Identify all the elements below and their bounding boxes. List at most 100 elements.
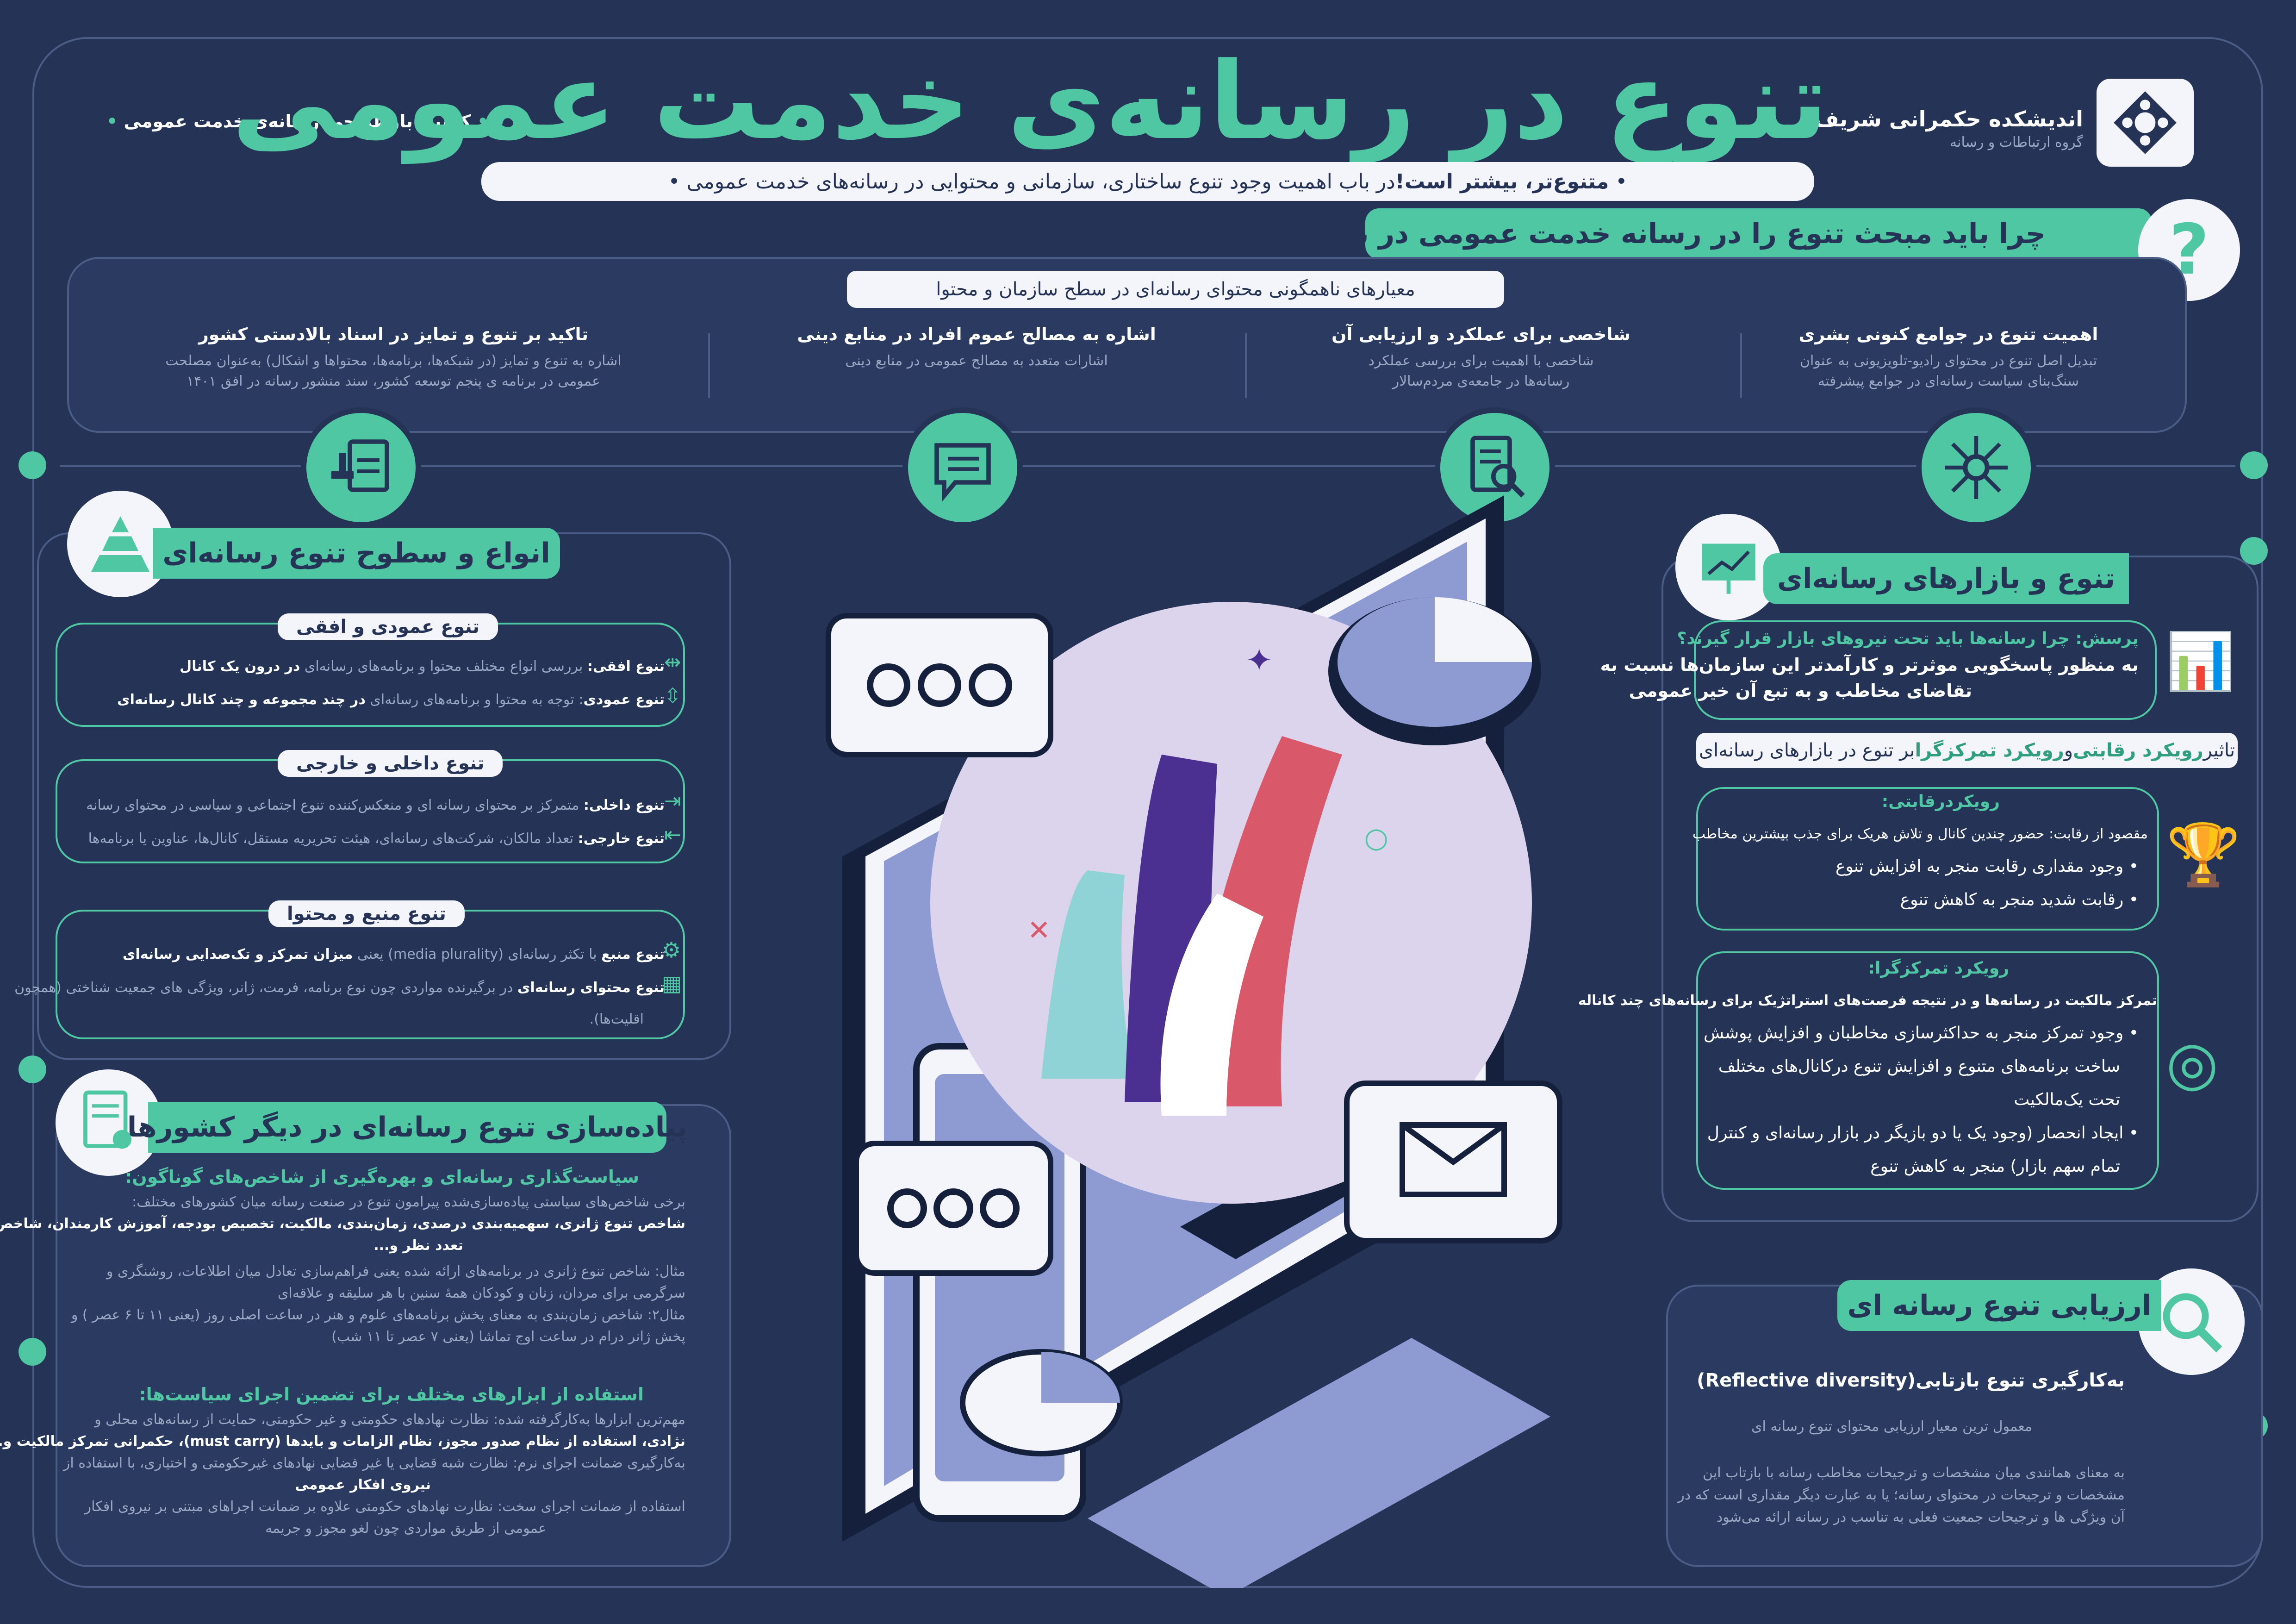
item-text: : توجه به محتوا و برنامه‌های رسانه‌ای bbox=[365, 692, 584, 708]
impl-sec1-line: برخی شاخص‌های سیاستی پیاده‌سازی‌شده پیرا… bbox=[132, 1194, 685, 1210]
outer-frame bbox=[32, 37, 2263, 1588]
impl-sec2-line: نژادی، استفاده از نظام صدور مجوز، نظام ا… bbox=[0, 1433, 685, 1449]
types-g1-item2: تنوع عمودی: توجه به محتوا و برنامه‌های ر… bbox=[117, 690, 665, 710]
org-name: اندیشکده حکمرانی شریف bbox=[1814, 106, 2083, 131]
competitive-title: رویکردرقابتی: bbox=[1881, 792, 2000, 811]
eval-subtitle: به‌کارگیری تنوع بازتابی(Reflective diver… bbox=[1697, 1370, 2125, 1391]
impact-bar: تاثیر رویکرد رقابتی و رویکرد تمرکزگرا بر… bbox=[1696, 733, 2238, 768]
org-group: گروه ارتباطات و رسانه bbox=[1950, 134, 2083, 150]
concentration-bullet: • ایجاد انحصار (وجود یک یا دو بازیگر در … bbox=[1707, 1124, 2139, 1143]
org-logo-icon bbox=[2114, 91, 2177, 154]
why-col-2: شاخصی برای عملکرد و ارزیابی آن شاخصی با … bbox=[1250, 324, 1712, 392]
item-text: بررسی انواع مختلف محتوا و برنامه‌های رسا… bbox=[300, 658, 587, 675]
concentration-bullet-text: وجود تمرکز منجر به حداکثرسازی مخاطبان و … bbox=[1704, 1024, 2124, 1043]
types-group-2-title: تنوع داخلی و خارجی bbox=[278, 750, 503, 777]
types-g3-item1: تنوع منبع با تکثر رسانه‌ای (media plural… bbox=[123, 944, 665, 965]
vertical-arrows-icon: ⇳ bbox=[664, 684, 681, 708]
mid-divider bbox=[60, 465, 2235, 467]
svg-text:○: ○ bbox=[1364, 822, 1388, 854]
criteria-label: معیارهای ناهمگونی محتوای رسانه‌ای در سطح… bbox=[847, 271, 1504, 308]
types-g3-item2: تنوع محتوای رسانه‌ای در برگیرنده مواردی … bbox=[14, 978, 665, 998]
why-title: چرا باید مبحث تنوع را در رسانه خدمت عموم… bbox=[1201, 208, 2152, 259]
impl-sec1-line: تعدد نظر و... bbox=[373, 1237, 463, 1254]
item-label: تنوع خارجی: bbox=[578, 831, 665, 847]
tagline-bold: متنوع‌تر، بیشتر است! bbox=[1395, 169, 1609, 194]
impl-sec1-example: مثال۲: شاخص زمان‌بندی به معنای پخش برنام… bbox=[71, 1307, 685, 1323]
competitive-bullet: • رقابت شدید منجر به کاهش تنوع bbox=[1900, 890, 2139, 909]
impl-sec2-title: استفاده از ابزارهای مختلف برای تضمین اجر… bbox=[139, 1384, 644, 1405]
podium-icon: 🏆 bbox=[2166, 819, 2241, 890]
why-col-2-line2: رسانه‌ها در جامعه‌ی مردم‌سالار bbox=[1392, 373, 1570, 389]
exit-icon: ⇤ bbox=[664, 823, 681, 847]
item-text: با تکثر رسانه‌ای (media plurality) یعنی bbox=[353, 946, 602, 962]
why-col-3: اشاره به مصالح عموم افراد در منابع دینی … bbox=[722, 324, 1231, 371]
impact-mid: و bbox=[2064, 740, 2073, 761]
campaign-text: کمپین بازطراحی رسانه‌ی خدمت عمومی bbox=[124, 111, 471, 131]
impl-sec2-line: به‌کارگیری ضمانت اجرای نرم: نظارت شبه قض… bbox=[63, 1455, 685, 1471]
why-col-3-title: اشاره به مصالح عموم افراد در منابع دینی bbox=[797, 324, 1156, 344]
presentation-chart-icon bbox=[1675, 514, 1782, 620]
impl-sec2-line: مهم‌ترین ابزارها به‌کارگرفته شده: نظارت … bbox=[94, 1412, 685, 1428]
eval-title: ارزیابی تنوع رسانه ای bbox=[1837, 1280, 2161, 1331]
why-col-1-title: اهمیت تنوع در جوامع کنونی بشری bbox=[1798, 324, 2098, 344]
eval-line: به معنای همانندی میان مشخصات و ترجیحات م… bbox=[1703, 1465, 2125, 1481]
impl-sec2-line: استفاده از ضمانت اجرای سخت: نظارت نهادها… bbox=[84, 1499, 685, 1515]
page-title: تنوع در رسانه‌ی خدمت عمومی bbox=[232, 40, 1828, 163]
item-label: تنوع منبع bbox=[601, 946, 665, 962]
impl-box bbox=[56, 1104, 731, 1567]
why-col-3-line1: اشارات متعدد به مصالح عمومی در منابع دین… bbox=[845, 353, 1108, 369]
why-col-4-title: تاکید بر تنوع و تمایز در اسناد بالادستی … bbox=[198, 324, 589, 344]
divider-dot bbox=[2240, 451, 2268, 479]
divider bbox=[708, 333, 710, 398]
concentration-bullet-cont: تحت یک‌مالکیت bbox=[2014, 1090, 2120, 1109]
source-network-icon: ⚙ bbox=[662, 937, 681, 962]
competitive-bullet-text: رقابت شدید منجر به کاهش تنوع bbox=[1900, 890, 2124, 909]
divider bbox=[1245, 333, 1247, 398]
question-box bbox=[1694, 620, 2157, 720]
item-text: تعداد مالکان، شرکت‌های رسانه‌ای، هیئت تح… bbox=[88, 831, 578, 847]
question-line: تقاضای مخاطب و به تبع آن خیر عمومی bbox=[1629, 681, 1972, 701]
eval-line: مشخصات و ترجیحات در محتوای رسانه؛ یا به … bbox=[1678, 1487, 2125, 1503]
impact-pre: تاثیر bbox=[2203, 740, 2235, 761]
law-document-icon bbox=[301, 407, 421, 528]
question-title: پرسش: چرا رسانه‌ها باید تحت نیروهای بازا… bbox=[1677, 629, 2139, 648]
why-col-4-line2: عمومی در برنامه ی پنجم توسعه کشور، سند م… bbox=[186, 373, 601, 389]
item-text: متمرکز بر محتوای رسانه ای و منعکس‌کننده … bbox=[86, 797, 584, 813]
content-grid-icon: ▦ bbox=[662, 971, 682, 996]
types-g1-item1: تنوع افقی: بررسی انواع مختلف محتوا و برن… bbox=[180, 656, 665, 677]
side-dot bbox=[19, 1338, 46, 1366]
network-icon bbox=[1916, 407, 2036, 528]
impl-sec1-line: شاخص تنوع ژانری، سهمیه‌بندی درصدی، زمان‌… bbox=[0, 1216, 685, 1232]
focus-network-icon: ◎ bbox=[2166, 1028, 2219, 1098]
org-block bbox=[2097, 79, 2194, 167]
campaign-label: • کمپین بازطراحی رسانه‌ی خدمت عمومی • bbox=[106, 111, 489, 131]
item-label: تنوع افقی: bbox=[587, 658, 665, 675]
concentration-bullet: • وجود تمرکز منجر به حداکثرسازی مخاطبان … bbox=[1704, 1024, 2139, 1043]
divider-dot bbox=[19, 451, 46, 479]
svg-text:✕: ✕ bbox=[1027, 914, 1051, 947]
impact-a: رویکرد رقابتی bbox=[2073, 740, 2203, 761]
why-col-1: اهمیت تنوع در جوامع کنونی بشری تبدیل اصل… bbox=[1740, 324, 2157, 392]
item-label: تنوع عمودی bbox=[583, 692, 665, 708]
concentration-title: رویکرد تمرکزگرا: bbox=[1868, 959, 2009, 978]
eval-line: آن ویژگی ها و ترجیحات جمعیت فعلی به تناس… bbox=[1716, 1509, 2125, 1525]
item-label: تنوع داخلی: bbox=[583, 797, 665, 813]
certificate-icon bbox=[56, 1069, 162, 1176]
types-g3-item3: اقلیت‌ها). bbox=[589, 1011, 644, 1027]
item-strong: میزان تمرکز و تک‌صدایی رسانه‌ای bbox=[122, 946, 353, 962]
types-g2-item2: تنوع خارجی: تعداد مالکان، شرکت‌های رسانه… bbox=[88, 829, 665, 849]
competitive-bullet: • وجود مقداری رقابت منجر به افزایش تنوع bbox=[1835, 857, 2139, 876]
pyramid-icon bbox=[67, 491, 174, 597]
item-label: تنوع محتوای رسانه‌ای bbox=[517, 980, 665, 996]
impact-b: رویکرد تمرکزگرا bbox=[1915, 740, 2064, 761]
impl-sec1-example: سرگرمی برای مردان، زنان و کودکان همهٔ سن… bbox=[278, 1285, 685, 1301]
types-g2-item1: تنوع داخلی: متمرکز بر محتوای رسانه ای و … bbox=[86, 795, 665, 816]
types-group-3-title: تنوع منبع و محتوا bbox=[268, 900, 465, 927]
types-group-1-title: تنوع عمودی و افقی bbox=[278, 613, 498, 640]
why-title-text: چرا باید مبحث تنوع را در رسانه خدمت عموم… bbox=[1201, 218, 2046, 250]
concentration-line: تمرکز مالکیت در رسانه‌ها و در نتیجه فرصت… bbox=[1578, 993, 2157, 1009]
impl-title: پیاده‌سازی تنوع رسانه‌ای در دیگر کشورها bbox=[127, 1102, 687, 1153]
why-col-4: تاکید بر تنوع و تمایز در اسناد بالادستی … bbox=[93, 324, 694, 392]
item-text: در برگیرنده مواردی چون نوع برنامه، فرمت،… bbox=[14, 980, 517, 996]
